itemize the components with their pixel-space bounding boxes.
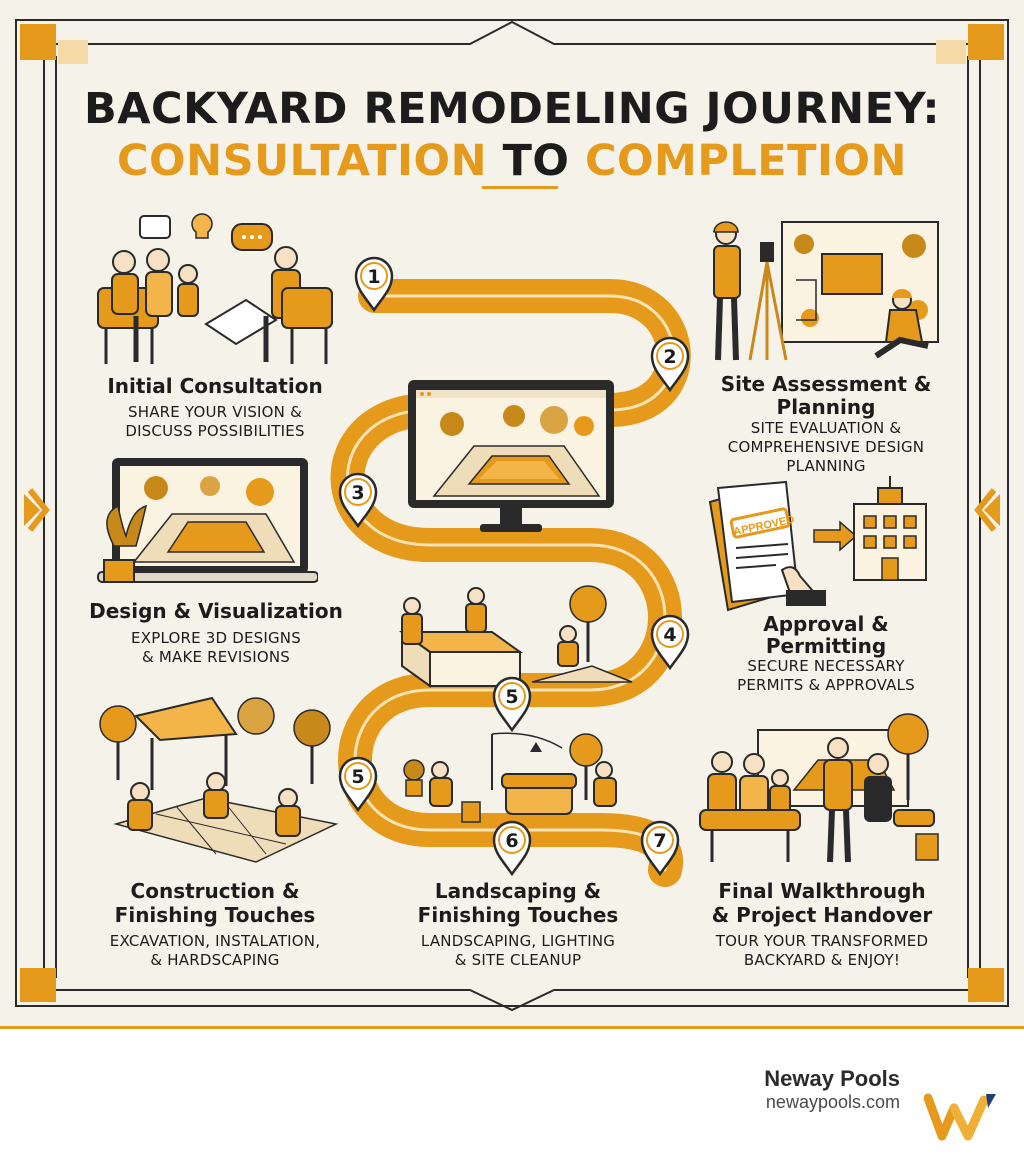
pin-1-number: 1 (367, 266, 380, 288)
pin-6-number: 6 (505, 830, 518, 852)
landscaping-illustration (403, 732, 617, 823)
journey-road (330, 279, 691, 887)
map-pin-icon: 6 (492, 820, 532, 876)
pin-3-number: 3 (351, 482, 364, 504)
step-1-desc-line-1: SHARE YOUR VISION & (128, 403, 302, 421)
step-5-desc-line-1: EXCAVATION, INSTALATION, (109, 932, 321, 950)
brand-name: Neway Pools (764, 1066, 900, 1091)
step-2-title-line-1: Site Assessment & (720, 372, 932, 396)
step-7-desc-line-2: BACKYARD & ENJOY! (743, 951, 901, 969)
consultation-meeting-illustration (97, 213, 333, 364)
approval-permit-illustration (708, 476, 927, 612)
map-pin-icon: 4 (650, 614, 690, 670)
page-title-line-1: BACKYARD REMODELING JOURNEY: (83, 84, 941, 134)
title-word-completion: COMPLETION (584, 136, 907, 186)
step-4-title-line-1: Approval & (763, 612, 889, 636)
map-pin-icon: 7 (640, 820, 680, 876)
step-6-title-line-2: Finishing Touches (417, 903, 619, 927)
step-2-desc-line-1: SITE EVALUATION & (750, 419, 902, 437)
step-7-title-line-2: & Project Handover (711, 903, 933, 927)
step-4-title-line-2: Permitting (765, 634, 887, 658)
site-assessment-illustration (713, 221, 939, 361)
step-5-title-line-1: Construction & (130, 879, 300, 903)
step-5-desc-line-2: & HARDSCAPING (150, 951, 280, 969)
step-3-title: Design & Visualization (89, 599, 343, 623)
footer-divider (0, 1026, 1024, 1029)
pool-construction-illustration (398, 585, 633, 688)
map-pin-icon: 3 (338, 472, 378, 528)
pin-4-number: 4 (663, 624, 676, 646)
title-word-to: TO (502, 136, 570, 186)
laptop-design-illustration (97, 458, 318, 583)
step-1-desc-line-2: DISCUSS POSSIBILITIES (125, 422, 305, 440)
step-7-title-line-1: Final Walkthrough (718, 879, 926, 903)
pin-7-number: 7 (653, 830, 666, 852)
step-4-desc-line-2: PERMITS & APPROVALS (737, 676, 915, 694)
infographic-poster: BACKYARD REMODELING JOURNEY: CONSULTATIO… (0, 0, 1024, 1026)
pin-5b-number: 5 (351, 766, 364, 788)
title-underline (482, 186, 558, 189)
map-pin-icon: 5 (492, 676, 532, 732)
decorative-frame (15, 19, 1009, 1012)
step-2-desc-line-3: PLANNING (786, 457, 866, 475)
step-6-desc-line-2: & SITE CLEANUP (454, 951, 582, 969)
step-5-title-line-2: Finishing Touches (114, 903, 316, 927)
monitor-pool-illustration (408, 380, 614, 532)
step-4-desc-line-1: SECURE NECESSARY (747, 657, 905, 675)
map-pin-icon: 1 (354, 256, 394, 312)
footer: Neway Pools newaypools.com (0, 1026, 1024, 1154)
step-6-desc-line-1: LANDSCAPING, LIGHTING (420, 932, 616, 950)
map-pin-icon: 5 (338, 756, 378, 812)
hardscaping-illustration (99, 696, 339, 863)
title-word-consultation: CONSULTATION (117, 136, 488, 186)
page-title-line-2: CONSULTATION TO COMPLETION (0, 136, 1024, 186)
step-7-desc-line-1: TOUR YOUR TRANSFORMED (715, 932, 929, 950)
pin-2-number: 2 (663, 346, 676, 368)
final-walkthrough-illustration (699, 713, 939, 863)
map-pin-icon: 2 (650, 336, 690, 392)
neway-w-logo-icon (924, 1093, 996, 1141)
step-3-desc-line-1: EXPLORE 3D DESIGNS (131, 629, 301, 647)
pin-5a-number: 5 (505, 686, 518, 708)
step-6-title-line-1: Landscaping & (434, 879, 602, 903)
step-2-desc-line-2: COMPREHENSIVE DESIGN (727, 438, 925, 456)
brand-url-link[interactable]: newaypools.com (765, 1092, 900, 1112)
step-1-title: Initial Consultation (107, 374, 323, 398)
step-3-desc-line-2: & MAKE REVISIONS (141, 648, 291, 666)
step-2-title-line-2: Planning (776, 395, 876, 419)
